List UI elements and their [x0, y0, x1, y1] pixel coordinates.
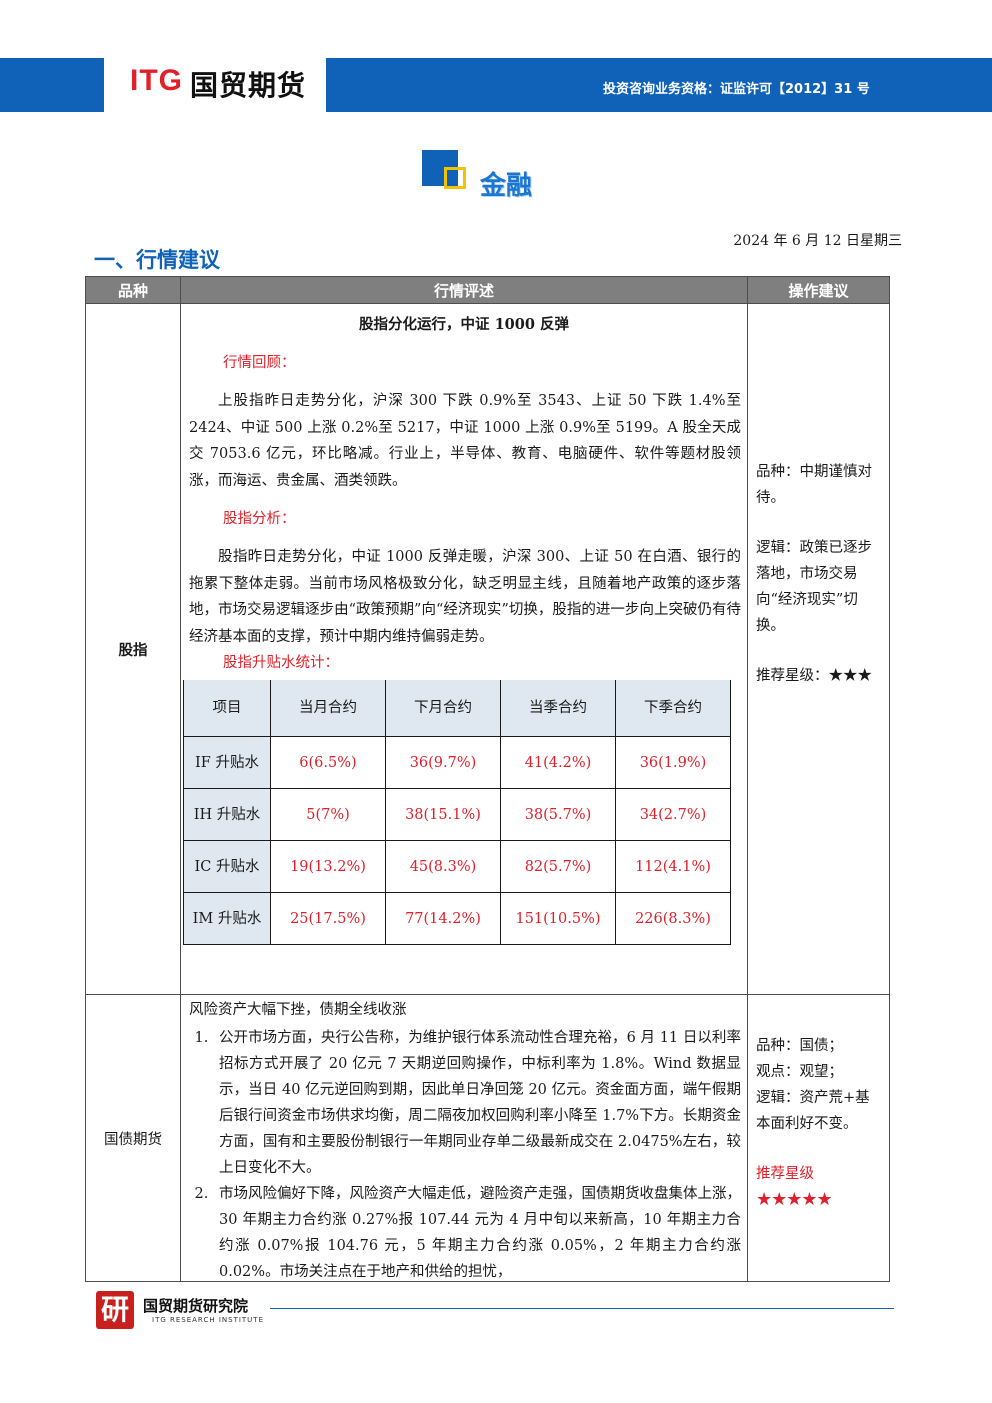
review-list: 公开市场方面，央行公告称，为维护银行体系流动性合理充裕，6 月 11 日以利率招… [182, 1025, 747, 1281]
advice-variety: 品种：中期谨慎对待。 [756, 464, 872, 506]
basis-value: 19(13.2%) [270, 840, 386, 893]
basis-value: 45(8.3%) [385, 840, 501, 893]
logo-box [104, 58, 326, 112]
research-seal-logo: 研 [96, 1291, 134, 1329]
advice-logic: 逻辑：政策已逐步落地，市场交易向“经济现实”切换。 [756, 540, 872, 634]
basis-table: 项目 当月合约 下月合约 当季合约 下季合约 IF 升贴水 6(6.5%) 36… [183, 680, 731, 945]
table-row-bond: 国债期货 风险资产大幅下挫，债期全线收涨 公开市场方面，央行公告称，为维护银行体… [85, 994, 890, 1282]
analysis-label: 股指分析： [223, 511, 296, 527]
table-row: IC 升贴水 19(13.2%) 45(8.3%) 82(5.7%) 112(4… [183, 840, 731, 893]
advice-variety: 品种：国债； [756, 1038, 843, 1054]
basis-header-next-month: 下月合约 [385, 680, 501, 737]
list-item: 公开市场方面，央行公告称，为维护银行体系流动性合理充裕，6 月 11 日以利率招… [213, 1025, 741, 1181]
basis-row-label: IF 升贴水 [183, 736, 271, 789]
basis-value: 41(4.2%) [500, 736, 616, 789]
list-item: 市场风险偏好下降，风险资产大幅走低，避险资产走强，国债期货收盘集体上涨，30 年… [213, 1181, 741, 1281]
col-header-advice: 操作建议 [747, 276, 890, 304]
basis-value: 38(5.7%) [500, 788, 616, 841]
basis-value: 5(7%) [270, 788, 386, 841]
basis-header-quarter: 当季合约 [500, 680, 616, 737]
advice-view: 观点：观望； [756, 1064, 843, 1080]
basis-value: 6(6.5%) [270, 736, 386, 789]
logo-itg: ITG [130, 64, 183, 97]
advice-rating: 推荐星级：★★★ [756, 668, 872, 684]
basis-header-row: 项目 当月合约 下月合约 当季合约 下季合约 [183, 680, 731, 737]
advice-cell: 品种：中期谨慎对待。 逻辑：政策已逐步落地，市场交易向“经济现实”切换。 推荐星… [747, 303, 890, 995]
basis-value: 82(5.7%) [500, 840, 616, 893]
report-date: 2024 年 6 月 12 日星期三 [733, 233, 902, 249]
page-heading: 一、行情建议 [94, 248, 220, 272]
basis-header-month: 当月合约 [270, 680, 386, 737]
category-cell: 股指 [85, 303, 181, 995]
table-row: IM 升贴水 25(17.5%) 77(14.2%) 151(10.5%) 22… [183, 892, 731, 945]
col-header-category: 品种 [85, 276, 181, 304]
review-text: 上股指昨日走势分化，沪深 300 下跌 0.9%至 3543、上证 50 下跌 … [189, 393, 741, 489]
basis-header-item: 项目 [183, 680, 271, 737]
basis-header-next-quarter: 下季合约 [615, 680, 731, 737]
section-title: 金融 [480, 171, 533, 201]
footer-institute-en: ITG RESEARCH INSTITUTE [152, 1316, 265, 1324]
review-label: 行情回顾： [223, 355, 296, 371]
logo-company-name: 国贸期货 [190, 69, 307, 102]
basis-row-label: IH 升贴水 [183, 788, 271, 841]
basis-value: 77(14.2%) [385, 892, 501, 945]
review-title: 风险资产大幅下挫，债期全线收涨 [189, 1002, 407, 1018]
basis-value: 226(8.3%) [615, 892, 731, 945]
table-row-index: 股指 股指分化运行，中证 1000 反弹 行情回顾： 上股指昨日走势分化，沪深 … [85, 303, 890, 995]
basis-value: 36(9.7%) [385, 736, 501, 789]
basis-value: 36(1.9%) [615, 736, 731, 789]
table-row: IF 升贴水 6(6.5%) 36(9.7%) 41(4.2%) 36(1.9%… [183, 736, 731, 789]
col-header-review: 行情评述 [180, 276, 748, 304]
advice-rating-label: 推荐星级 [756, 1166, 814, 1182]
section-frame-icon [444, 167, 466, 189]
analysis-text: 股指昨日走势分化，中证 1000 反弹走暖，沪深 300、上证 50 在白酒、银… [189, 549, 741, 645]
basis-value: 34(2.7%) [615, 788, 731, 841]
review-cell: 风险资产大幅下挫，债期全线收涨 公开市场方面，央行公告称，为维护银行体系流动性合… [180, 994, 748, 1282]
basis-value: 112(4.1%) [615, 840, 731, 893]
table-row: IH 升贴水 5(7%) 38(15.1%) 38(5.7%) 34(2.7%) [183, 788, 731, 841]
license-text: 投资咨询业务资格：证监许可【2012】31 号 [603, 82, 870, 97]
rating-stars-icon: ★★★★★ [756, 1189, 833, 1210]
basis-row-label: IC 升贴水 [183, 840, 271, 893]
market-advice-table: 品种 行情评述 操作建议 股指 股指分化运行，中证 1000 反弹 行情回顾： … [85, 276, 890, 1282]
basis-value: 151(10.5%) [500, 892, 616, 945]
basis-value: 38(15.1%) [385, 788, 501, 841]
basis-value: 25(17.5%) [270, 892, 386, 945]
basis-label: 股指升贴水统计： [223, 655, 339, 671]
review-title: 股指分化运行，中证 1000 反弹 [359, 316, 569, 333]
table-header-row: 品种 行情评述 操作建议 [85, 276, 890, 304]
category-cell: 国债期货 [85, 994, 181, 1282]
basis-row-label: IM 升贴水 [183, 892, 271, 945]
advice-cell: 品种：国债； 观点：观望； 逻辑：资产荒+基本面利好不变。 推荐星级 ★★★★★ [747, 994, 890, 1282]
advice-logic: 逻辑：资产荒+基本面利好不变。 [756, 1090, 870, 1132]
review-cell: 股指分化运行，中证 1000 反弹 行情回顾： 上股指昨日走势分化，沪深 300… [180, 303, 748, 995]
footer-institute-name: 国贸期货研究院 [143, 1297, 249, 1315]
footer-divider [270, 1308, 894, 1309]
